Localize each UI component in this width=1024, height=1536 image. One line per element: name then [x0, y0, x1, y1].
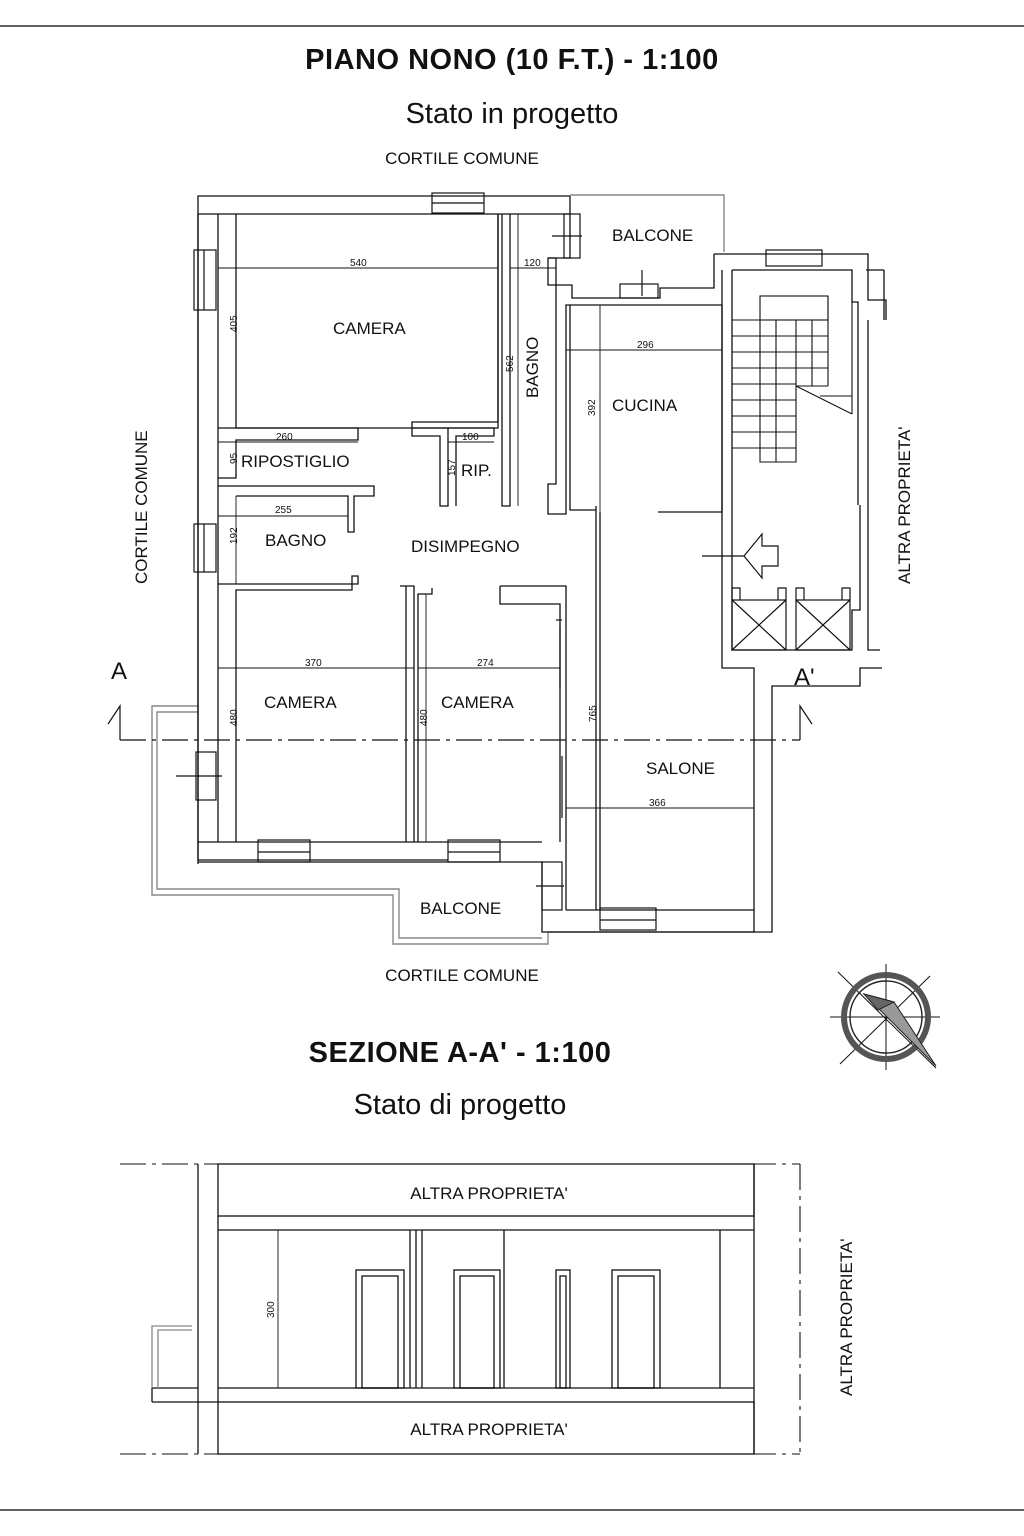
sheet-title: PIANO NONO (10 F.T.) - 1:100 — [305, 44, 719, 76]
dim-ripostiglio-width: 260 — [276, 432, 293, 443]
room-bagno-1: BAGNO — [523, 336, 542, 398]
elevator-icons — [731, 587, 851, 651]
dim-camera-2-width: 370 — [305, 658, 322, 669]
surrounding-west: CORTILE COMUNE — [132, 430, 151, 584]
dimension-lines — [218, 214, 754, 910]
balcony-outlines — [151, 194, 725, 945]
dim-bagno-2-depth: 192 — [229, 527, 240, 544]
section-markers — [107, 704, 813, 740]
dim-rip-depth: 157 — [447, 459, 458, 476]
dim-rip-width: 100 — [462, 432, 479, 443]
dim-salone-depth: 765 — [588, 705, 599, 722]
dim-bagno-1-width: 120 — [524, 258, 541, 269]
entrance-arrow-icon — [702, 532, 779, 580]
dim-camera-1-width: 540 — [350, 258, 367, 269]
section-subtitle: Stato di progetto — [353, 1089, 567, 1121]
dim-camera-2-depth: 480 — [229, 709, 240, 726]
section-marker-right: A' — [794, 664, 815, 691]
room-bagno-2: BAGNO — [265, 531, 327, 550]
surrounding-south: CORTILE COMUNE — [385, 966, 539, 985]
dim-bagno-2-width: 255 — [275, 505, 292, 516]
room-camera-1: CAMERA — [333, 319, 406, 338]
room-camera-2: CAMERA — [264, 693, 337, 712]
floor-plan — [107, 192, 887, 945]
north-arrow-icon — [830, 964, 940, 1070]
room-ripostiglio: RIPOSTIGLIO — [241, 452, 350, 471]
dim-cucina-depth: 392 — [587, 399, 598, 416]
room-rip: RIP. — [461, 461, 492, 480]
room-balcone-south: BALCONE — [420, 899, 502, 918]
staircase — [732, 295, 853, 463]
dim-camera-1-depth: 405 — [229, 315, 240, 332]
room-salone: SALONE — [646, 759, 715, 778]
exterior-wall — [197, 195, 887, 933]
dim-camera-3-depth: 480 — [419, 709, 430, 726]
section-above-label: ALTRA PROPRIETA' — [410, 1184, 568, 1203]
room-camera-3: CAMERA — [441, 693, 514, 712]
section-height-dim: 300 — [266, 1301, 277, 1318]
section-doors — [355, 1269, 661, 1389]
room-cucina: CUCINA — [612, 396, 678, 415]
door-marks — [176, 235, 643, 887]
dim-camera-3-width: 274 — [477, 658, 494, 669]
section-slabs — [151, 1163, 755, 1455]
surrounding-north: CORTILE COMUNE — [385, 149, 539, 168]
windows — [193, 192, 823, 931]
room-disimpegno: DISIMPEGNO — [411, 537, 520, 556]
dim-cucina-width: 296 — [637, 340, 654, 351]
section-below-label: ALTRA PROPRIETA' — [410, 1420, 568, 1439]
sheet-subtitle: Stato in progetto — [405, 98, 619, 130]
section-side-label: ALTRA PROPRIETA' — [837, 1238, 856, 1396]
section-marker-left: A — [111, 658, 128, 685]
section-title: SEZIONE A-A' - 1:100 — [308, 1037, 612, 1069]
dim-salone-width: 366 — [649, 798, 666, 809]
dim-bagno-1-depth: 562 — [505, 355, 516, 372]
dim-ripostiglio-depth: 95 — [229, 452, 240, 464]
surrounding-east: ALTRA PROPRIETA' — [895, 426, 914, 584]
room-balcone-north: BALCONE — [612, 226, 694, 245]
